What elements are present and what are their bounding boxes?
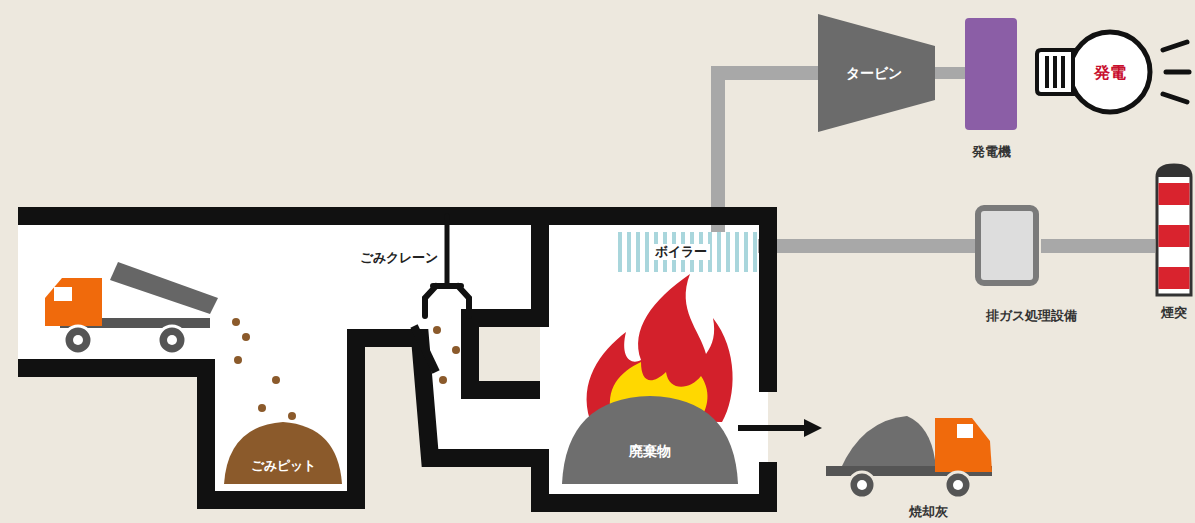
light-bulb: 発電 <box>1033 28 1157 118</box>
node-text: 発電 <box>1094 63 1126 82</box>
exhaust-treatment: 排ガス処理設備 <box>975 204 1087 324</box>
garbage-pit: ごみピット <box>224 418 342 484</box>
exhaust-treatment-shape <box>975 204 1087 324</box>
crane-claw <box>425 286 469 316</box>
turbine-body <box>818 14 935 132</box>
crane-cable <box>445 216 450 283</box>
node-text: 排ガス処理設備 <box>986 308 1077 324</box>
truck-hub <box>73 335 83 345</box>
truck-bed <box>110 262 218 314</box>
pipe-connector <box>935 67 965 79</box>
chimney-shape <box>1155 163 1193 321</box>
turbine: タービン <box>818 14 935 132</box>
waste-pile-shape <box>562 392 738 484</box>
boiler-tubes <box>618 232 758 272</box>
light-rays <box>1163 42 1189 102</box>
truck-wheel <box>64 326 92 354</box>
truck-hub <box>857 480 867 490</box>
chimney-cap <box>1157 165 1191 177</box>
garbage-crane <box>425 216 469 316</box>
generator-shape <box>965 18 1017 160</box>
generator: 発電機 <box>965 18 1017 160</box>
treatment-unit <box>978 208 1036 283</box>
waste-dot <box>272 376 280 384</box>
ash-truck-shape <box>822 386 994 520</box>
waste-dot <box>452 346 460 354</box>
pipe-connector <box>758 239 975 253</box>
truck-cab <box>45 278 102 326</box>
waste-dot <box>234 356 242 364</box>
bulb-thread <box>1045 56 1049 88</box>
furnace-interior <box>540 216 768 503</box>
node-text: 焼却灰 <box>909 504 948 520</box>
waste-pile: 廃棄物 <box>562 392 738 484</box>
building-wall <box>470 216 540 390</box>
garbage-pit-shape <box>224 418 342 484</box>
truck-window <box>957 424 973 438</box>
generator-body <box>965 18 1017 130</box>
pipe-connector <box>1087 239 1155 253</box>
chimney-body <box>1157 165 1191 295</box>
svg-part <box>18 216 768 503</box>
node-text: ごみピット <box>251 458 316 474</box>
garbage-heap <box>224 422 342 484</box>
waste-dot <box>258 404 266 412</box>
node-text: タービン <box>846 65 902 82</box>
bulb-thread <box>1061 56 1065 88</box>
gas-pipe <box>1041 239 1087 253</box>
chimney-stripe <box>1159 225 1190 247</box>
truck-wheel <box>849 472 875 498</box>
ray <box>1163 42 1187 50</box>
ray <box>1166 70 1189 75</box>
bulb-glass <box>1070 32 1150 112</box>
bulb-base <box>1037 50 1073 94</box>
ray <box>1163 94 1187 102</box>
arrow-connector <box>738 425 804 431</box>
waste-dot <box>242 333 250 341</box>
waste-heap <box>562 396 738 484</box>
boiler: ボイラー <box>618 232 758 272</box>
chimney-stripe <box>1159 183 1190 205</box>
truck-window <box>54 287 72 301</box>
node-text: ボイラー <box>652 244 710 260</box>
ash-truck: 焼却灰 <box>822 386 994 520</box>
bulb-thread <box>1053 56 1057 88</box>
truck-hub <box>167 335 177 345</box>
building-wall <box>18 338 768 503</box>
crane-label: ごみクレーン <box>360 249 438 267</box>
waste-dot <box>433 326 441 334</box>
truck-hub <box>953 480 963 490</box>
chimney: 煙突 <box>1155 163 1193 321</box>
waste-dot <box>288 412 296 420</box>
node-text: 発電機 <box>972 144 1011 160</box>
truck-wheel <box>158 326 186 354</box>
ash-heap <box>840 416 935 470</box>
truck-cab <box>935 418 992 472</box>
node-text: 煙突 <box>1161 305 1187 321</box>
hopper-funnel <box>414 326 436 372</box>
waste-dot <box>439 376 447 384</box>
waste-dot <box>232 318 240 326</box>
truck-wheel <box>945 472 971 498</box>
chimney-stripe <box>1159 267 1190 289</box>
node-text: 廃棄物 <box>629 443 671 460</box>
garbage-truck <box>45 262 218 354</box>
